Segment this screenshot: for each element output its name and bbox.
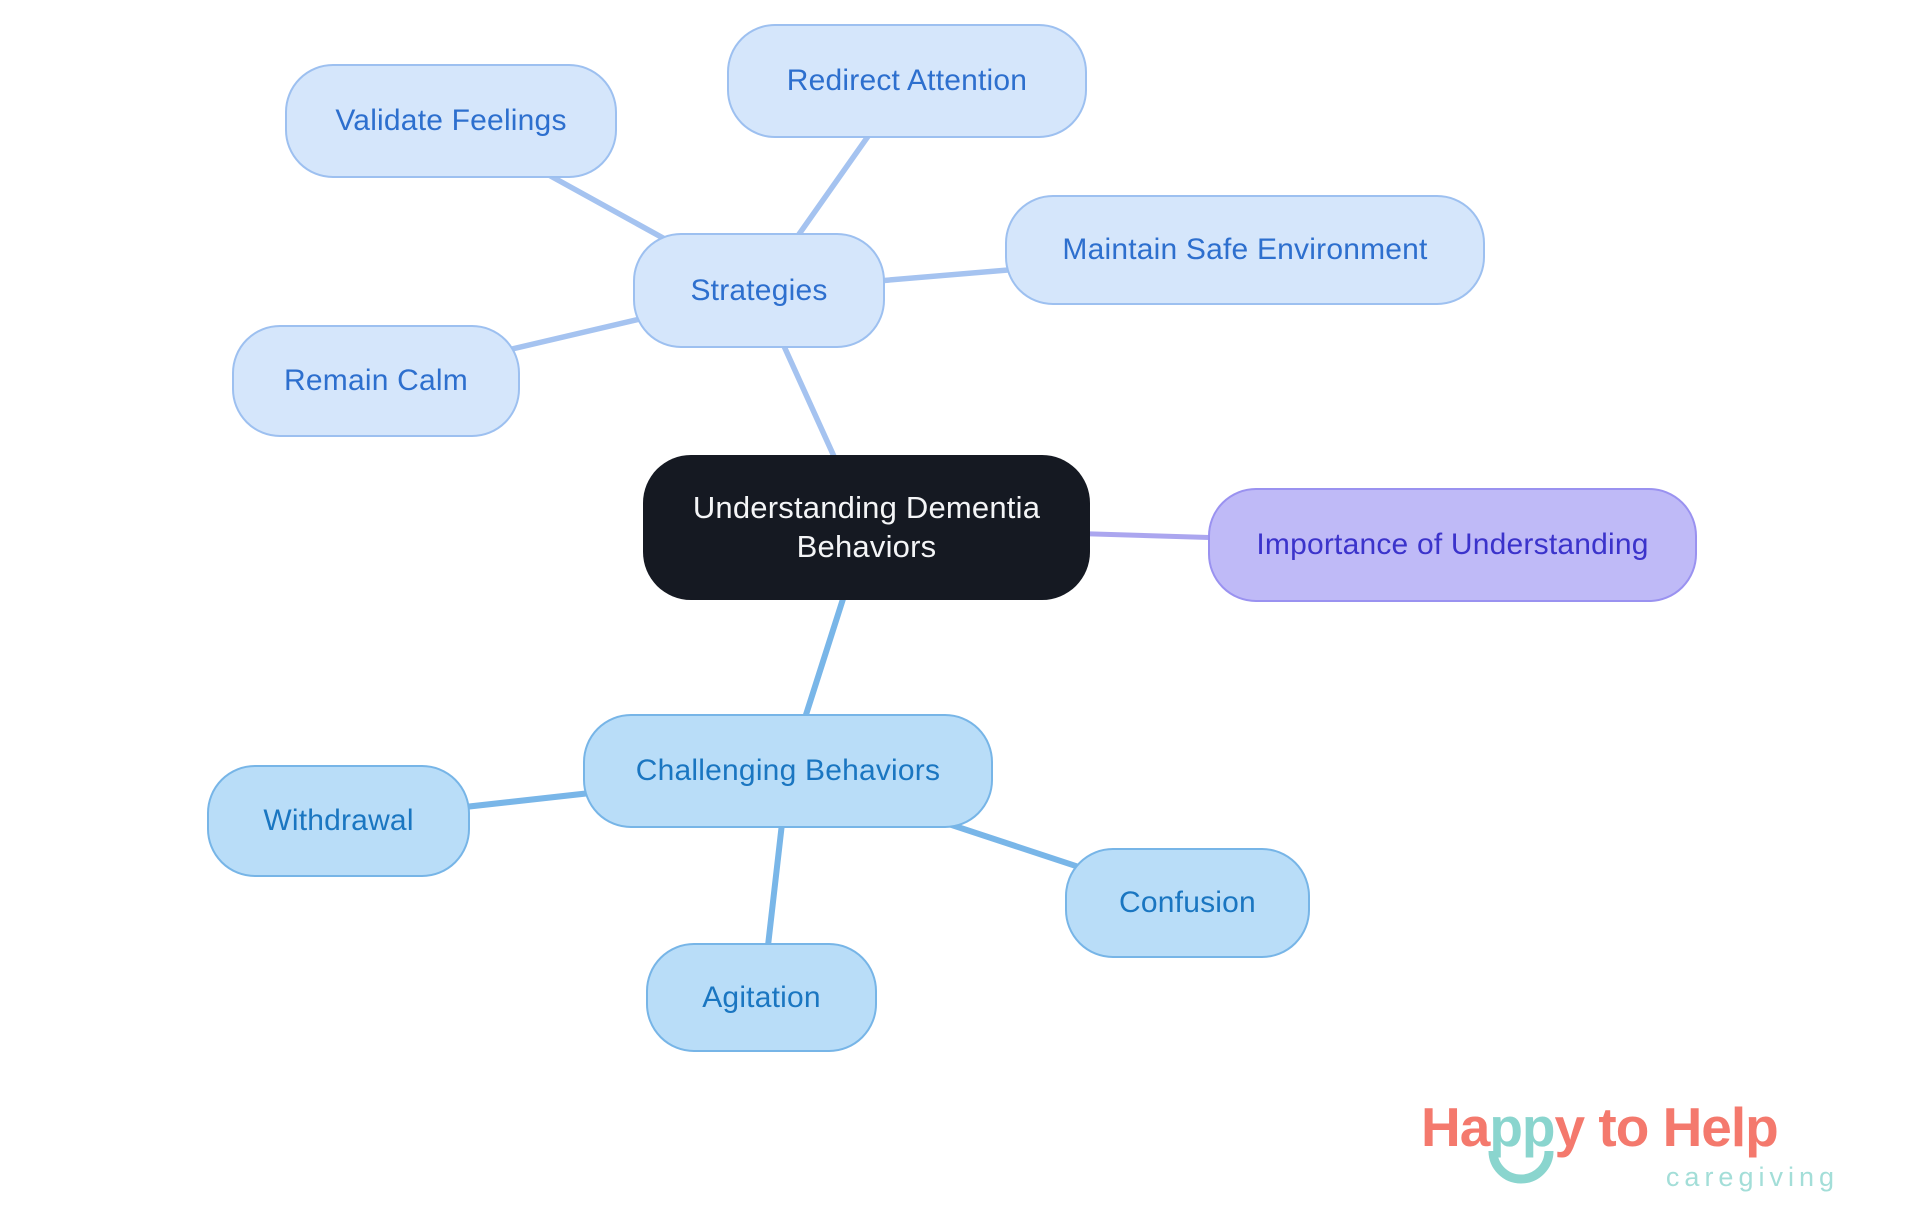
node-strategies: Strategies: [633, 233, 885, 348]
node-maintain-safe-environment: Maintain Safe Environment: [1005, 195, 1485, 305]
node-withdrawal: Withdrawal: [207, 765, 470, 877]
node-label: Strategies: [690, 273, 828, 307]
node-label: Challenging Behaviors: [635, 754, 941, 788]
logo-text-ha: Ha: [1421, 1096, 1490, 1158]
node-label: Remain Calm: [284, 364, 468, 398]
node-remain-calm: Remain Calm: [232, 325, 520, 437]
node-importance-of-understanding: Importance of Understanding: [1208, 488, 1697, 602]
node-root-understanding-dementia-behaviors: Understanding Dementia Behaviors: [643, 455, 1090, 600]
logo-text-rest: y to Help: [1554, 1096, 1779, 1158]
node-label: Understanding Dementia Behaviors: [692, 489, 1041, 564]
node-label: Withdrawal: [263, 804, 414, 838]
node-challenging-behaviors: Challenging Behaviors: [583, 714, 993, 828]
node-redirect-attention: Redirect Attention: [727, 24, 1087, 138]
node-label: Validate Feelings: [335, 104, 567, 138]
node-label: Redirect Attention: [786, 64, 1028, 98]
node-confusion: Confusion: [1065, 848, 1310, 958]
logo-text-pp: pp: [1488, 1100, 1556, 1184]
node-agitation: Agitation: [646, 943, 877, 1052]
node-label: Agitation: [702, 980, 821, 1014]
node-label: Confusion: [1119, 886, 1256, 920]
node-validate-feelings: Validate Feelings: [285, 64, 617, 178]
smile-icon: [1488, 1150, 1554, 1184]
logo-tagline: caregiving: [1665, 1162, 1839, 1192]
node-label: Importance of Understanding: [1256, 528, 1649, 562]
node-label: Maintain Safe Environment: [1062, 233, 1428, 267]
